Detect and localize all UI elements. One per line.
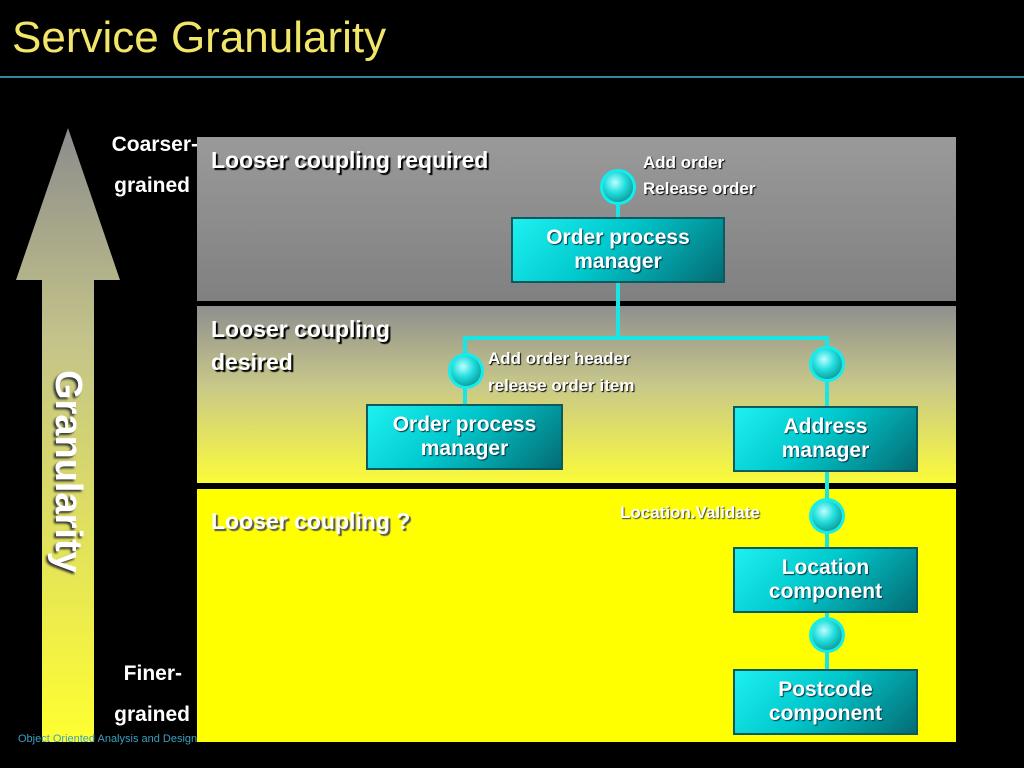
connector-line — [616, 200, 620, 220]
coarser-label-line2: grained — [114, 174, 190, 197]
interface-node — [451, 356, 481, 386]
operation-release-order: Release order — [643, 179, 756, 198]
band-middle-label-line2: desired — [211, 349, 293, 375]
band-bottom-label: Looser coupling ? — [211, 508, 411, 534]
order-process-manager-top-box: Order process manager — [511, 217, 725, 283]
box-line: Postcode — [778, 678, 873, 701]
operation-add-order-header: Add order header — [488, 349, 630, 368]
finer-label-line2: grained — [114, 703, 190, 726]
address-manager-box: Address manager — [733, 406, 918, 472]
location-component-box: Location component — [733, 547, 918, 613]
band-middle-label-line1: Looser coupling — [211, 316, 390, 342]
operation-release-order-item: release order item — [488, 376, 635, 395]
interface-node — [603, 172, 633, 202]
granularity-axis-label-wrap: Granularity — [8, 370, 128, 586]
band-top-label: Looser coupling required — [211, 147, 489, 173]
interface-node — [812, 620, 842, 650]
box-line: Address — [783, 415, 868, 438]
title-divider — [0, 76, 1024, 78]
box-line: manager — [574, 250, 662, 273]
box-line: Order process — [546, 226, 690, 249]
coarser-label-line1: Coarser- — [111, 133, 198, 156]
box-line: manager — [781, 439, 870, 462]
box-line: Location — [781, 556, 870, 579]
granularity-arrow — [16, 128, 120, 742]
granularity-axis-label: Granularity — [47, 370, 89, 573]
page-title: Service Granularity — [12, 13, 387, 62]
connector-line — [616, 282, 620, 338]
box-line: Order process — [392, 413, 537, 436]
box-line: component — [768, 580, 883, 603]
footer-text: Object Oriented Analysis and Design — [18, 733, 198, 745]
finer-label-line1: Finer- — [123, 662, 182, 685]
operation-location-validate: Location.Validate — [620, 503, 760, 522]
order-process-manager-mid-box: Order process manager — [366, 404, 563, 470]
postcode-component-box: Postcode component — [733, 669, 918, 735]
interface-node — [812, 349, 842, 379]
box-line: component — [768, 702, 883, 725]
connector-line — [463, 336, 829, 340]
interface-node — [812, 501, 842, 531]
operation-add-order: Add order — [643, 153, 725, 172]
box-line: manager — [420, 437, 509, 460]
